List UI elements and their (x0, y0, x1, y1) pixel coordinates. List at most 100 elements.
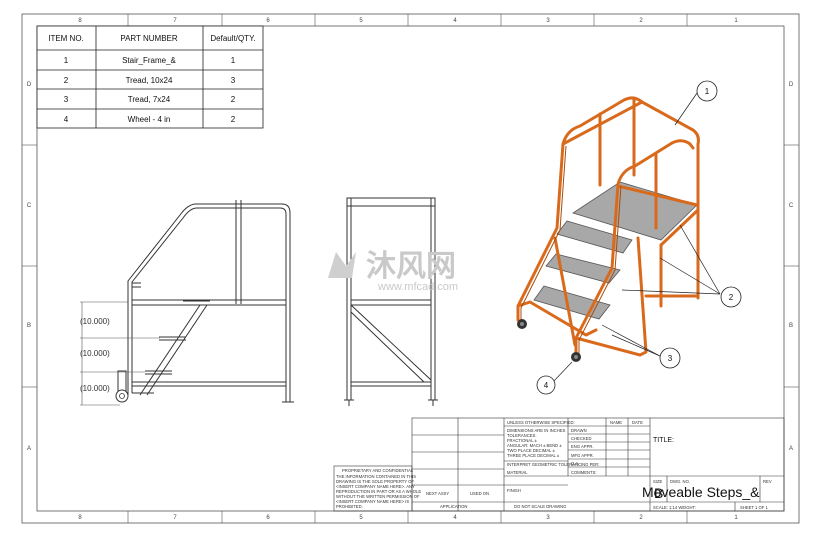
mfg-appr-label: MFG APPR. (571, 453, 594, 458)
zone-top-6: 6 (266, 18, 270, 24)
watermark-logo (328, 252, 356, 278)
zone-top-8: 8 (78, 18, 82, 24)
proprietary-line: DRAWING IS THE SOLE PROPERTY OF (336, 479, 414, 484)
bom-row-item: 3 (64, 95, 69, 104)
outer-border (21, 13, 800, 524)
title-block (333, 417, 785, 512)
zone-left-C: C (27, 203, 32, 209)
bom-row-part: Stair_Frame_& (122, 56, 176, 65)
tolerance-line: THREE PLACE DECIMAL ± (507, 453, 560, 458)
name-label: NAME (610, 420, 622, 425)
zone-top-3: 3 (546, 18, 550, 24)
drawn-label: DRAWN (571, 428, 587, 433)
zone-right-A: A (789, 446, 793, 452)
zone-bottom-6: 6 (266, 515, 270, 521)
drawing-number: Moveable Steps_& (642, 484, 760, 500)
callout-4-label: 4 (544, 381, 549, 390)
wheel-iso-right (571, 352, 581, 362)
zone-left-B: B (27, 323, 31, 329)
bom-header-qty: Default/QTY. (210, 34, 255, 43)
bom-row-part: Tread, 10x24 (126, 76, 173, 85)
front-view (344, 197, 438, 406)
zone-top-7: 7 (173, 18, 177, 24)
comments-label: COMMENTS: (571, 470, 597, 475)
proprietary-line: <INSERT COMPANY NAME HERE> IS (336, 499, 409, 504)
callout-2: 2 (720, 286, 742, 308)
unless-specified-label: UNLESS OTHERWISE SPECIFIED: (507, 420, 575, 425)
zone-labels-bottom: 8 7 6 5 4 3 2 1 (78, 515, 738, 521)
iso-view (516, 96, 700, 362)
tolerance-line: TOLERANCES: (507, 433, 536, 438)
bom-row-item: 4 (64, 115, 69, 124)
zone-top-2: 2 (639, 18, 643, 24)
watermark-url: www.mfcad.com (377, 281, 458, 293)
finish-label: FINISH (507, 488, 521, 493)
dimension-2: (10.000) (80, 349, 110, 358)
proprietary-line: THE INFORMATION CONTAINED IN THIS (336, 474, 416, 479)
tolerance-line: TWO PLACE DECIMAL ± (507, 448, 555, 453)
zone-top-5: 5 (359, 18, 363, 24)
callout-1-label: 1 (705, 87, 710, 96)
callout-2-label: 2 (729, 293, 734, 302)
zone-bottom-3: 3 (546, 515, 550, 521)
tolerance-line: DIMENSIONS ARE IN INCHES (507, 428, 566, 433)
watermark: 沐风网 www.mfcad.com (328, 250, 458, 293)
zone-ticks (22, 14, 799, 523)
stair-frame-shadow (520, 145, 622, 354)
application-label: APPLICATION (440, 504, 467, 509)
bom-header-item: ITEM NO. (48, 34, 84, 43)
sheet-label: SHEET 1 OF 1 (740, 505, 769, 510)
side-view (117, 200, 294, 403)
dimension-3: (10.000) (80, 384, 110, 393)
zone-labels-side: D C B A D C B A (27, 82, 794, 452)
callout-4: 4 (536, 375, 556, 395)
bom-row-part: Wheel - 4 in (128, 115, 171, 124)
proprietary-title: PROPRIETARY AND CONFIDENTIAL (342, 468, 414, 473)
proprietary-line: WITHOUT THE WRITTEN PERMISSION OF (336, 494, 420, 499)
dimension-lines (80, 301, 160, 406)
proprietary-line: PROHIBITED. (336, 504, 363, 509)
rev-label: REV (763, 479, 772, 484)
used-on-label: USED ON (470, 491, 489, 496)
size-label: SIZE (653, 479, 663, 484)
zone-right-C: C (789, 203, 794, 209)
scale-weight-label: SCALE: 1:14 WEIGHT: (653, 505, 696, 510)
zone-bottom-1: 1 (734, 515, 738, 521)
bom-row-qty: 2 (231, 95, 236, 104)
checked-label: CHECKED (571, 436, 591, 441)
dwg-no-label: DWG. NO. (670, 479, 690, 484)
watermark-text: 沐风网 (366, 250, 456, 283)
zone-labels-top: 8 7 6 5 4 3 2 1 (78, 18, 738, 24)
interpret-label: INTERPRET GEOMETRIC TOLERANCING PER: (507, 462, 599, 467)
bom-row-part: Tread, 7x24 (128, 95, 171, 104)
zone-top-4: 4 (453, 18, 457, 24)
zone-right-D: D (789, 82, 794, 88)
wheel-iso-left (517, 319, 527, 329)
dimension-1: (10.000) (80, 317, 110, 326)
zone-top-1: 1 (734, 18, 738, 24)
zone-bottom-2: 2 (639, 515, 643, 521)
zone-left-D: D (27, 82, 32, 88)
zone-bottom-4: 4 (453, 515, 457, 521)
bom-row-qty: 3 (231, 76, 236, 85)
proprietary-line: <INSERT COMPANY NAME HERE>. ANY (336, 484, 415, 489)
tread-middle (545, 253, 621, 284)
wheel-side-view (115, 389, 129, 403)
tolerance-line: FRACTIONAL ± (507, 438, 538, 443)
title-block-text: UNLESS OTHERWISE SPECIFIED: NAME DATE DI… (426, 420, 772, 510)
eng-appr-label: ENG APPR. (571, 444, 594, 449)
tolerance-line: ANGULAR: MACH ± BEND ± (507, 443, 562, 448)
zone-right-B: B (789, 323, 793, 329)
proprietary-line: REPRODUCTION IN PART OR AS A WHOLE (336, 489, 421, 494)
bom-row-item: 1 (64, 56, 69, 65)
bom-table: ITEM NO. PART NUMBER Default/QTY. 1 Stai… (36, 25, 264, 129)
zone-bottom-8: 8 (78, 515, 82, 521)
date-label: DATE (632, 420, 643, 425)
title-label: TITLE: (653, 437, 674, 444)
next-assy-label: NEXT ASSY (426, 491, 449, 496)
callout-3-label: 3 (668, 354, 673, 363)
do-not-scale-label: DO NOT SCALE DRAWING (514, 504, 566, 509)
qa-label: Q.A. (571, 461, 579, 466)
callout-1: 1 (696, 80, 718, 102)
